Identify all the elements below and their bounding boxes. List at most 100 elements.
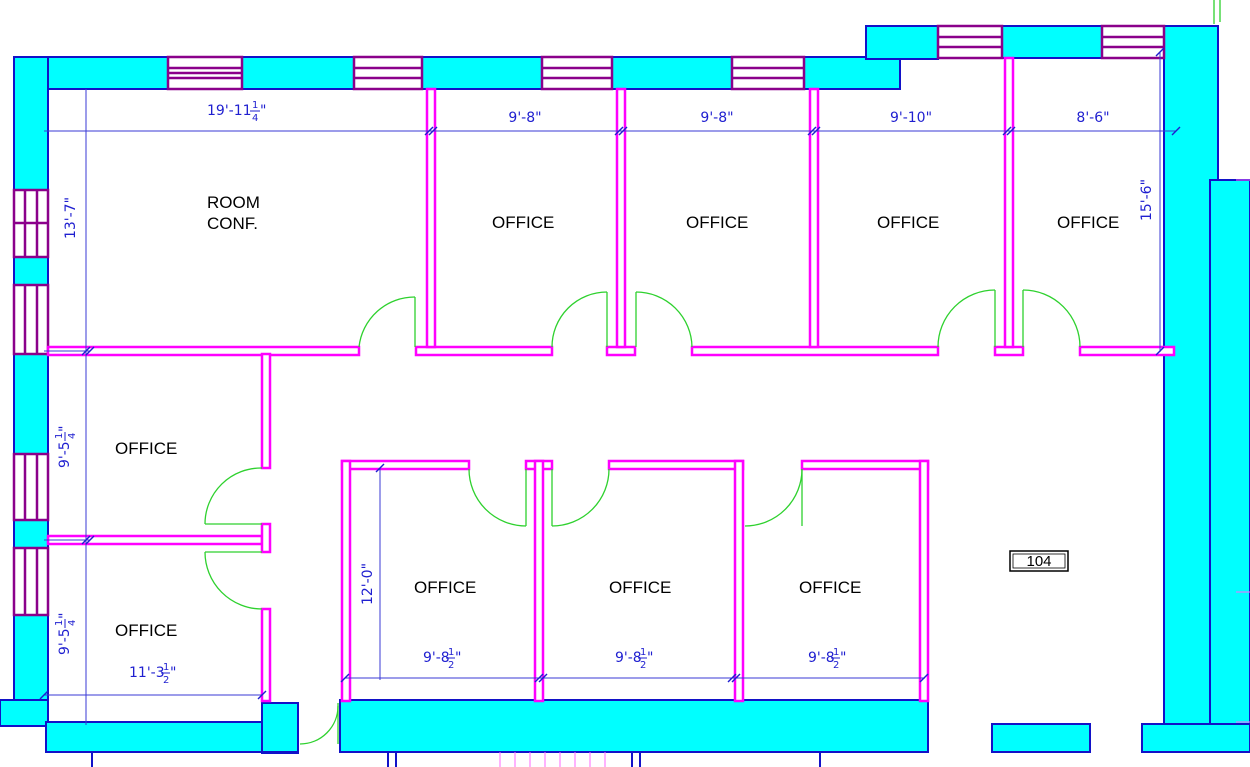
- door-top-right: [1213, 0, 1221, 24]
- dim-office-c-width: 9'-10": [890, 110, 932, 126]
- svg-text:1: 1: [54, 620, 65, 626]
- partition-center-v1: [533, 459, 545, 703]
- partition-conf-bottom: [46, 345, 361, 357]
- wall-bottom-right1: [991, 723, 1091, 753]
- dim-conf-width: 19'-11: [207, 103, 252, 119]
- partition-row1-bottom-e: [1078, 345, 1176, 357]
- svg-text:9'-5: 9'-5: [57, 628, 73, 655]
- door-bottom-exit: [299, 703, 339, 745]
- dim-center-w1: 9'-8 1 2 ": [423, 647, 461, 671]
- dim-office-d-width: 8'-6": [1076, 110, 1109, 126]
- exterior-walls: [0, 25, 1250, 754]
- wall-bottom-center: [339, 699, 929, 753]
- partition-v1: [425, 87, 437, 349]
- wall-top-seg6: [1001, 25, 1103, 59]
- dim-center-w2: 9'-8 1 2 ": [615, 647, 653, 671]
- partition-v4: [1003, 56, 1015, 349]
- wall-left-seg2: [13, 256, 49, 286]
- svg-text:2: 2: [640, 660, 646, 671]
- dim-left-office-width: 11'-3 1 2 ": [129, 662, 176, 686]
- edge-marks: [499, 179, 1250, 767]
- exterior-lower-lines: [91, 751, 821, 767]
- svg-text:9'-8: 9'-8: [423, 650, 450, 666]
- dim-conf-width-num: 1: [252, 100, 258, 111]
- svg-text:2: 2: [163, 675, 169, 686]
- svg-text:": ": [647, 650, 653, 666]
- dim-center-depth: 12'-0": [360, 563, 376, 605]
- svg-text:2: 2: [833, 660, 839, 671]
- partition-center-top-a: [340, 459, 471, 471]
- dimension-text: 19'-11 1 4 " 9'-8" 9'-8" 9'-10" 8'-6" 13…: [54, 100, 1155, 686]
- partition-v3: [808, 87, 820, 349]
- svg-text:9'-8: 9'-8: [615, 650, 642, 666]
- door-office-3: [635, 291, 693, 348]
- dim-center-w3: 9'-8 1 2 ": [808, 647, 846, 671]
- dim-conf-width-den: 4: [252, 113, 258, 124]
- window-top-6: [1100, 24, 1166, 60]
- svg-text:1: 1: [833, 647, 839, 658]
- door-center-1: [468, 468, 527, 527]
- window-left-1: [12, 188, 50, 259]
- wall-left-top: [13, 56, 49, 191]
- wall-right-outer: [1209, 179, 1250, 727]
- room-number-104: 104: [1026, 553, 1051, 570]
- svg-text:": ": [840, 650, 846, 666]
- svg-text:2: 2: [448, 660, 454, 671]
- svg-text:4: 4: [67, 433, 78, 439]
- wall-top-seg2: [241, 56, 355, 90]
- wall-top-seg4: [611, 56, 733, 90]
- room-label-office-6: OFFICE: [115, 621, 177, 640]
- partition-center-top-c: [607, 459, 745, 471]
- room-number-tag: 104: [1009, 550, 1069, 572]
- wall-left-seg4: [13, 519, 49, 549]
- door-center-2: [551, 468, 610, 527]
- partitions: [46, 56, 1176, 703]
- svg-text:9'-8: 9'-8: [808, 650, 835, 666]
- wall-bottom-stub: [261, 702, 299, 754]
- svg-text:9'-5: 9'-5: [57, 441, 73, 468]
- svg-text:": ": [57, 426, 73, 432]
- window-top-5: [936, 24, 1004, 60]
- window-top-3: [540, 55, 614, 91]
- svg-text:11'-3: 11'-3: [129, 665, 165, 681]
- window-top-4: [730, 55, 806, 91]
- dim-office-a-width: 9'-8": [508, 110, 541, 126]
- svg-text:1: 1: [640, 647, 646, 658]
- dim-conf-depth: 13'-7": [63, 197, 79, 239]
- window-left-4: [12, 546, 50, 617]
- room-label-office-1: OFFICE: [492, 213, 554, 232]
- partition-left-stub: [260, 522, 272, 554]
- dimension-ticks: [39, 47, 1181, 700]
- svg-text:1: 1: [54, 433, 65, 439]
- windows: [12, 24, 1166, 617]
- partition-left-v-upper: [260, 352, 272, 470]
- room-label-office-4: OFFICE: [1057, 213, 1119, 232]
- wall-top-step: [865, 25, 939, 60]
- svg-text:1: 1: [163, 662, 169, 673]
- svg-text:": ": [170, 665, 176, 681]
- room-label-office-3: OFFICE: [877, 213, 939, 232]
- door-center-3: [744, 468, 803, 527]
- dimension-lines: [44, 52, 1176, 725]
- room-label-office-7: OFFICE: [414, 578, 476, 597]
- dim-right-depth: 15'-6": [1139, 179, 1155, 221]
- svg-text:": ": [455, 650, 461, 666]
- room-label-office-5: OFFICE: [115, 439, 177, 458]
- room-label-office-2: OFFICE: [686, 213, 748, 232]
- window-left-2: [12, 283, 50, 356]
- wall-bottom-left: [0, 699, 49, 727]
- dim-conf-width-tail: ": [260, 103, 266, 119]
- dim-left-office-lower: 9'-5 1 4 ": [54, 613, 78, 655]
- partition-center-v3: [918, 459, 930, 703]
- svg-text:1: 1: [448, 647, 454, 658]
- dim-office-b-width: 9'-8": [700, 110, 733, 126]
- wall-bottom-left2: [45, 721, 299, 753]
- room-label-office-9: OFFICE: [799, 578, 861, 597]
- partition-center-v0: [340, 459, 352, 703]
- wall-bottom-right2: [1141, 723, 1250, 753]
- room-labels: ROOM CONF. OFFICE OFFICE OFFICE OFFICE O…: [115, 193, 1119, 640]
- partition-center-top-d: [800, 459, 930, 471]
- wall-left-seg3: [13, 353, 49, 455]
- window-top-2: [352, 55, 424, 91]
